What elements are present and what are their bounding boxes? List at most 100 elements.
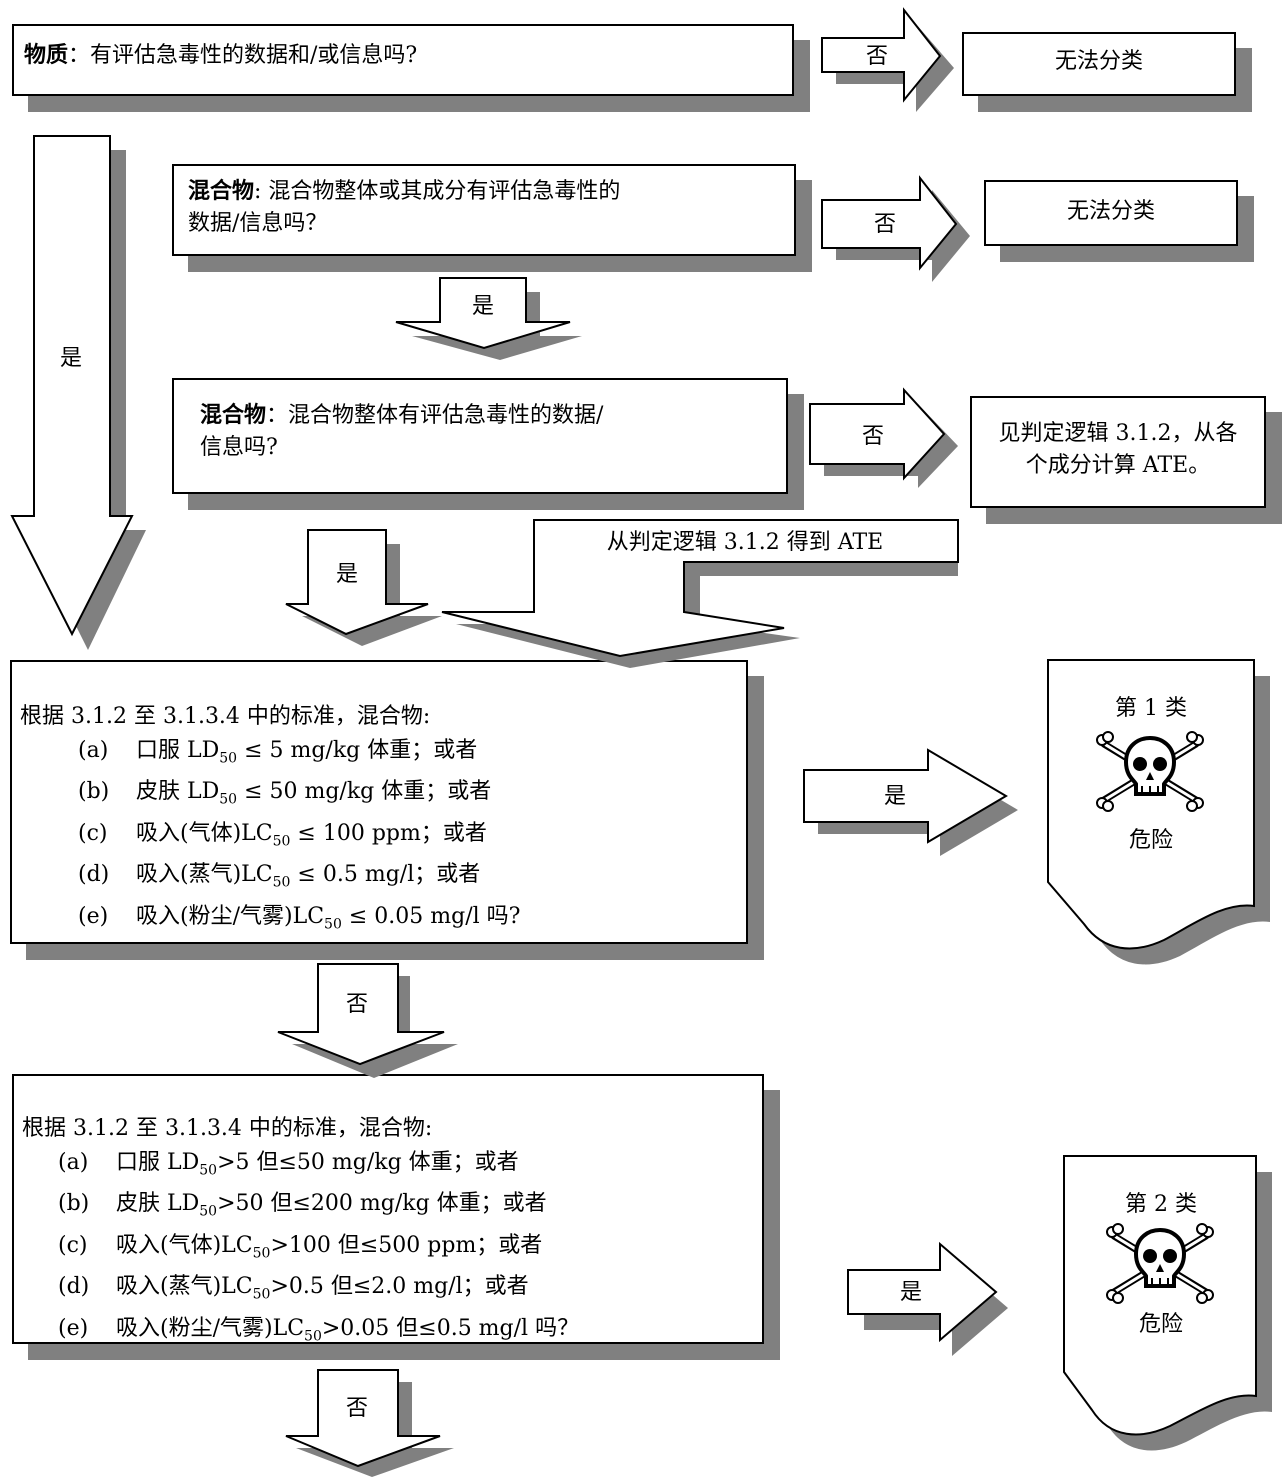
criteria-item-key: (b) <box>58 1191 90 1217</box>
criteria-item-text: 口服 LD50>5 但≤50 mg/kg 体重；或者 <box>116 1146 519 1187</box>
arrow-ate-from-logic <box>441 519 959 658</box>
arrow-label-yes-1: 是 <box>883 784 906 809</box>
criteria-item-threshold: >0.05 但≤0.5 mg/l 吗？ <box>321 1315 580 1341</box>
criteria-item-text: 口服 LD50 ≤ 5 mg/kg 体重；或者 <box>136 734 477 775</box>
arrow-label-yes-2: 是 <box>899 1280 922 1305</box>
criteria-2-item: (e) 吸入(粉尘/气雾)LC50>0.05 但≤0.5 mg/l 吗？ <box>58 1312 579 1353</box>
criteria-item-measure: 吸入(粉尘/气雾)LC <box>136 903 325 929</box>
criteria-item-subscript: 50 <box>199 1162 218 1179</box>
criteria-item-text: 吸入(蒸气)LC50>0.5 但≤2.0 mg/l；或者 <box>116 1270 529 1311</box>
arrow-yes-1 <box>803 748 1008 844</box>
arrow-no-1 <box>821 7 942 103</box>
arrow-yes-2 <box>847 1241 998 1343</box>
criteria-item-threshold: >0.5 但≤2.0 mg/l；或者 <box>270 1274 529 1300</box>
mixture-question-1-line1: : 混合物整体或其成分有评估急毒性的 <box>254 179 621 204</box>
criteria-item-measure: 皮肤 LD <box>116 1191 200 1217</box>
arrow-label-no-1: 否 <box>865 44 888 69</box>
criteria-item-threshold: ≤ 100 ppm；或者 <box>290 820 487 846</box>
criteria-item-measure: 口服 LD <box>136 738 220 763</box>
mixture-question-2-line2: 信息吗? <box>200 435 278 460</box>
mixture-label-1: 混合物 <box>188 179 255 204</box>
arrow-label-no-2: 否 <box>873 212 896 237</box>
category-1-title: 第 1 类 <box>1115 696 1187 721</box>
criteria-1-item: (d)吸入(蒸气)LC50 ≤ 0.5 mg/l；或者 <box>78 858 520 899</box>
substance-label: 物质 <box>24 43 69 68</box>
criteria-item-key: (c) <box>58 1232 88 1258</box>
arrow-label-no-3: 否 <box>861 424 884 449</box>
criteria-item-subscript: 50 <box>199 1203 218 1220</box>
arrow-yes-mixture-whole <box>285 529 429 636</box>
mixture-whole-data-box <box>172 378 788 494</box>
substance-question-text: ：有评估急毒性的数据和/或信息吗? <box>68 43 418 68</box>
criteria-item-key: (e) <box>58 1315 89 1341</box>
criteria-item-key: (a) <box>58 1150 89 1175</box>
criteria-1-item: (a)口服 LD50 ≤ 5 mg/kg 体重；或者 <box>78 734 520 775</box>
criteria-item-threshold: ≤ 0.05 mg/l 吗? <box>341 903 521 929</box>
arrow-no-2 <box>821 175 958 271</box>
criteria-2-item: (d) 吸入(蒸气)LC50>0.5 但≤2.0 mg/l；或者 <box>58 1270 579 1311</box>
criteria-item-key: (d) <box>78 862 110 888</box>
criteria-item-threshold: >50 但≤200 mg/kg 体重；或者 <box>217 1191 547 1217</box>
criteria-box-category-1 <box>10 660 748 944</box>
arrow-no-cat2 <box>285 1369 441 1468</box>
criteria-intro-1: 根据 3.1.2 至 3.1.3.4 中的标准，混合物: <box>20 704 431 729</box>
criteria-item-subscript: 50 <box>252 1286 271 1303</box>
criteria-item-threshold: ≤ 5 mg/kg 体重；或者 <box>237 738 478 763</box>
mixture-label-2: 混合物 <box>200 403 267 428</box>
criteria-item-measure: 吸入(蒸气)LC <box>136 862 273 888</box>
see-logic-text: 见判定逻辑 3.1.2，从各 个成分计算 ATE。 <box>970 418 1266 482</box>
criteria-item-text: 皮肤 LD50 ≤ 50 mg/kg 体重；或者 <box>136 775 491 816</box>
arrow-label-ate-from-logic: 从判定逻辑 3.1.2 得到 ATE <box>606 530 884 555</box>
criteria-item-key: (b) <box>78 779 110 805</box>
arrow-label-yes-substance: 是 <box>59 346 82 371</box>
arrow-yes-substance <box>10 135 134 637</box>
criteria-item-subscript: 50 <box>272 833 291 850</box>
criteria-item-key: (d) <box>58 1274 90 1300</box>
criteria-item-text: 吸入(粉尘/气雾)LC50 ≤ 0.05 mg/l 吗? <box>136 900 520 941</box>
mixture-any-data-question: 混合物: 混合物整体或其成分有评估急毒性的 数据/信息吗？ <box>188 176 620 240</box>
criteria-item-text: 皮肤 LD50>50 但≤200 mg/kg 体重；或者 <box>116 1187 547 1228</box>
criteria-item-measure: 吸入(气体)LC <box>116 1232 253 1258</box>
criteria-1-item: (b) 皮肤 LD50 ≤ 50 mg/kg 体重；或者 <box>78 775 520 816</box>
arrow-yes-mixture <box>395 277 571 350</box>
criteria-item-measure: 吸入(粉尘/气雾)LC <box>116 1315 305 1341</box>
criteria-item-measure: 口服 LD <box>116 1150 200 1175</box>
criteria-item-subscript: 50 <box>219 791 238 808</box>
substance-question-box <box>12 24 794 96</box>
category-2-signal: 危险 <box>1138 1312 1183 1337</box>
criteria-item-measure: 皮肤 LD <box>136 779 220 805</box>
mixture-whole-data-question: 混合物：混合物整体有评估急毒性的数据/ 信息吗? <box>200 400 603 464</box>
category-1-signal: 危险 <box>1128 828 1173 853</box>
criteria-item-subscript: 50 <box>324 915 342 932</box>
criteria-1-item: (c) 吸入(气体)LC50 ≤ 100 ppm；或者 <box>78 817 520 858</box>
criteria-item-text: 吸入(粉尘/气雾)LC50>0.05 但≤0.5 mg/l 吗？ <box>116 1312 579 1353</box>
criteria-1-item: (e) 吸入(粉尘/气雾)LC50 ≤ 0.05 mg/l 吗? <box>78 900 520 941</box>
cannot-classify-box-1 <box>962 32 1236 96</box>
cannot-classify-text-1: 无法分类 <box>1054 49 1143 74</box>
criteria-item-key: (c) <box>78 820 108 846</box>
criteria-2-item: (c) 吸入(气体)LC50>100 但≤500 ppm；或者 <box>58 1229 579 1270</box>
criteria-item-measure: 吸入(气体)LC <box>136 820 273 846</box>
criteria-item-text: 吸入(气体)LC50>100 但≤500 ppm；或者 <box>116 1229 542 1270</box>
criteria-item-threshold: ≤ 0.5 mg/l；或者 <box>290 862 481 888</box>
arrow-label-yes-mixture: 是 <box>471 294 494 319</box>
criteria-item-measure: 吸入(蒸气)LC <box>116 1274 253 1300</box>
cannot-classify-text-2: 无法分类 <box>1066 199 1155 224</box>
see-logic-line1: 见判定逻辑 3.1.2，从各 <box>998 421 1238 446</box>
criteria-item-key: (e) <box>78 903 109 929</box>
criteria-item-threshold: ≤ 50 mg/kg 体重；或者 <box>237 779 492 805</box>
criteria-box-category-2 <box>12 1074 764 1344</box>
arrow-no-cat1 <box>277 963 445 1066</box>
criteria-item-text: 吸入(气体)LC50 ≤ 100 ppm；或者 <box>136 817 487 858</box>
cannot-classify-box-2 <box>984 180 1238 246</box>
criteria-list-1: 根据 3.1.2 至 3.1.3.4 中的标准，混合物: (a)口服 LD50 … <box>20 700 520 941</box>
criteria-item-threshold: >5 但≤50 mg/kg 体重；或者 <box>217 1150 519 1175</box>
arrow-no-3 <box>809 387 946 481</box>
mixture-question-2-line1: ：混合物整体有评估急毒性的数据/ <box>266 403 604 428</box>
arrow-label-no-cat1: 否 <box>345 992 368 1017</box>
category-2-label-document <box>1063 1155 1257 1436</box>
criteria-2-item: (a) 口服 LD50>5 但≤50 mg/kg 体重；或者 <box>58 1146 579 1187</box>
category-2-title: 第 2 类 <box>1125 1192 1197 1217</box>
criteria-intro-2: 根据 3.1.2 至 3.1.3.4 中的标准，混合物: <box>22 1116 433 1141</box>
